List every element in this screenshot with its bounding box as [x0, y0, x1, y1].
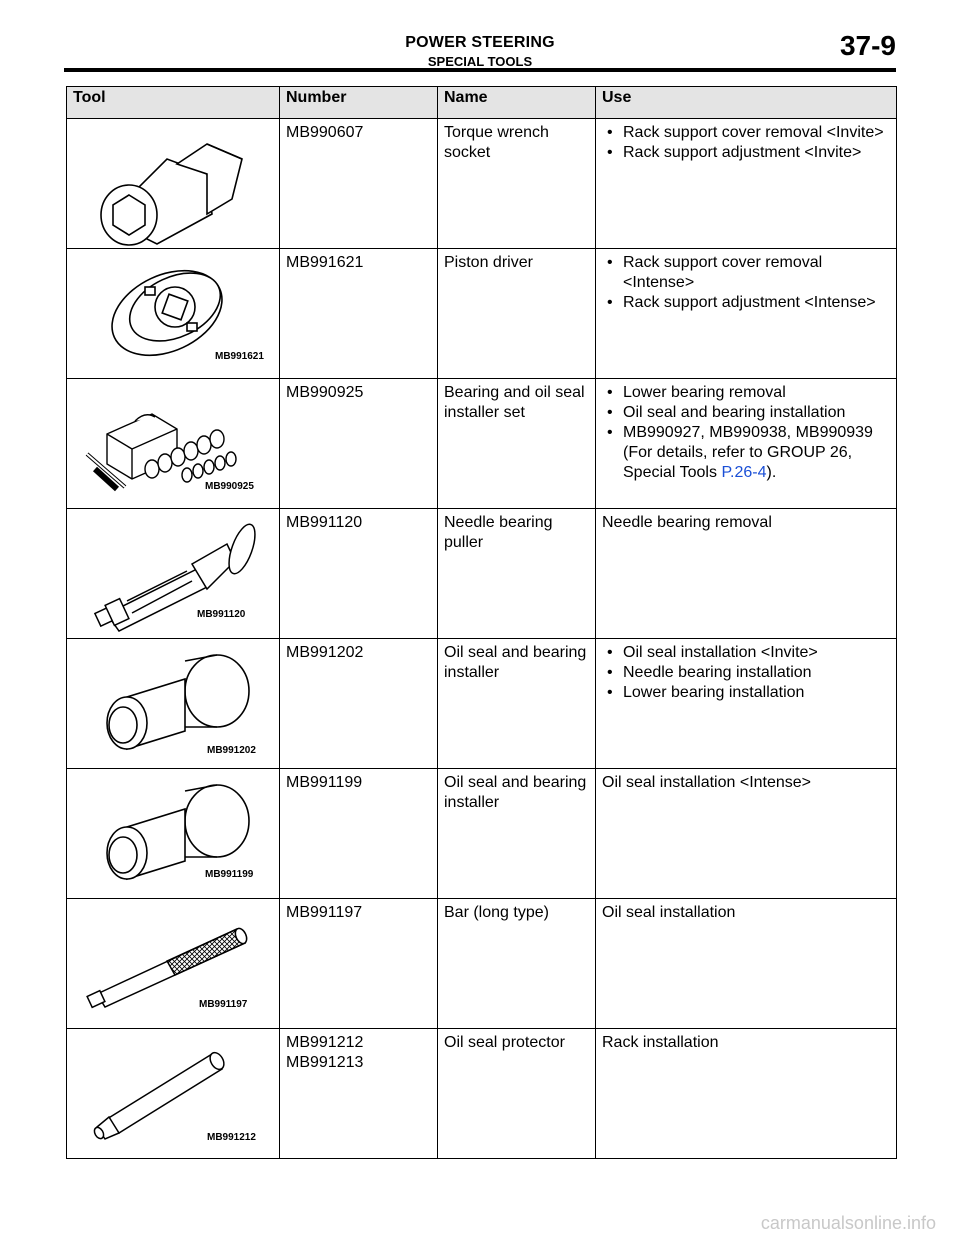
- use-list: Oil seal installation <Invite> Needle bea…: [602, 643, 890, 703]
- tool-image-cell: MB991212: [66, 1028, 280, 1159]
- use-text: Rack support cover removal <Invite>: [623, 124, 884, 141]
- tool-name: Bearing and oil seal installer set: [437, 378, 596, 509]
- tool-image-cell: MB990925: [66, 378, 280, 509]
- tool-image-label: MB991212: [207, 1132, 256, 1143]
- reference-suffix: ).: [766, 464, 777, 481]
- use-text: Lower bearing removal: [623, 384, 786, 401]
- use-list-item: Rack support cover removal <Invite>: [602, 123, 890, 143]
- use-text: Oil seal installation: [602, 904, 736, 921]
- tool-number: MB990607: [279, 118, 438, 249]
- tool-use: Rack support cover removal <Intense> Rack…: [595, 248, 897, 379]
- tool-use: Lower bearing removalOil seal and bearin…: [595, 378, 897, 509]
- use-text: Rack support adjustment <Invite>: [623, 144, 862, 161]
- use-text: Rack support cover removal <Intense>: [623, 254, 823, 291]
- tool-use: Oil seal installation <Intense>: [595, 768, 897, 899]
- use-list-item: Lower bearing installation: [602, 683, 890, 703]
- column-header-use: Use: [595, 86, 897, 119]
- watermark: carmanualsonline.info: [760, 1213, 936, 1233]
- use-list-item: MB990927, MB990938, MB990939 (For detail…: [602, 423, 890, 483]
- tool-image-cell: MB991202: [66, 638, 280, 769]
- tool-number: MB991197: [279, 898, 438, 1029]
- tool-image-cell: MB991120: [66, 508, 280, 639]
- tool-image-cell: [66, 118, 280, 249]
- tool-use: Rack support cover removal <Invite> Rack …: [595, 118, 897, 249]
- column-header-name: Name: [437, 86, 596, 119]
- use-text: Rack support adjustment <Intense>: [623, 294, 876, 311]
- tool-use: Oil seal installation: [595, 898, 897, 1029]
- use-list-item: Rack support adjustment <Intense>: [602, 293, 890, 313]
- section-title: POWER STEERING: [405, 34, 555, 51]
- header-rule: [64, 68, 896, 72]
- use-text: Oil seal and bearing installation: [623, 404, 846, 421]
- section-subtitle: SPECIAL TOOLS: [427, 54, 533, 69]
- use-list-item: Lower bearing removal: [602, 383, 890, 403]
- page-number: 37-9: [839, 30, 896, 61]
- use-text: Oil seal installation <Invite>: [623, 644, 818, 661]
- tool-image-cell: MB991199: [66, 768, 280, 899]
- tool-number: MB991621: [279, 248, 438, 379]
- tool-name: Oil seal and bearing installer: [437, 768, 596, 899]
- tool-image-label: MB991197: [199, 999, 248, 1010]
- tool-number: MB991199: [279, 768, 438, 899]
- use-text: Needle bearing installation: [623, 664, 812, 681]
- tool-number: MB991212 MB991213: [279, 1028, 438, 1159]
- tool-image-label: MB991120: [197, 609, 246, 620]
- tool-image-cell: MB991621: [66, 248, 280, 379]
- use-list: Lower bearing removalOil seal and bearin…: [602, 383, 890, 483]
- use-text: Needle bearing removal: [602, 514, 772, 531]
- tool-name: Oil seal and bearing installer: [437, 638, 596, 769]
- column-header-tool: Tool: [66, 86, 280, 119]
- tool-use: Rack installation: [595, 1028, 897, 1159]
- tool-image-cell: MB991197: [66, 898, 280, 1029]
- reference-link[interactable]: P.26-4: [721, 464, 767, 481]
- use-text: MB990927, MB990938, MB990939 (For detail…: [623, 424, 873, 481]
- use-list-item: Rack support cover removal <Intense>: [602, 253, 890, 293]
- column-header-number: Number: [279, 86, 438, 119]
- tool-number: MB991202: [279, 638, 438, 769]
- use-list-item: Oil seal and bearing installation: [602, 403, 890, 423]
- tool-name: Oil seal protector: [437, 1028, 596, 1159]
- tool-image-label: MB991621: [215, 351, 264, 362]
- use-list-item: Needle bearing installation: [602, 663, 890, 683]
- use-list-item: Rack support adjustment <Invite>: [602, 143, 890, 163]
- use-list-item: Oil seal installation <Invite>: [602, 643, 890, 663]
- use-list: Rack support cover removal <Invite> Rack …: [602, 123, 890, 163]
- use-text: Lower bearing installation: [623, 684, 805, 701]
- tool-image-label: MB991202: [207, 745, 256, 756]
- tool-use: Oil seal installation <Invite> Needle bea…: [595, 638, 897, 769]
- tool-use: Needle bearing removal: [595, 508, 897, 639]
- use-text: Oil seal installation <Intense>: [602, 774, 812, 791]
- tool-name: Needle bearing puller: [437, 508, 596, 639]
- tool-name: Torque wrench socket: [437, 118, 596, 249]
- use-list: Rack support cover removal <Intense> Rack…: [602, 253, 890, 313]
- tool-number: MB990925: [279, 378, 438, 509]
- tool-number: MB991120: [279, 508, 438, 639]
- tool-name: Piston driver: [437, 248, 596, 379]
- tool-name: Bar (long type): [437, 898, 596, 1029]
- tool-image-label: MB991199: [205, 869, 254, 880]
- tool-image-label: MB990925: [205, 481, 254, 492]
- table-header-row: Tool Number Name Use: [66, 86, 897, 119]
- use-text: Rack installation: [602, 1034, 719, 1051]
